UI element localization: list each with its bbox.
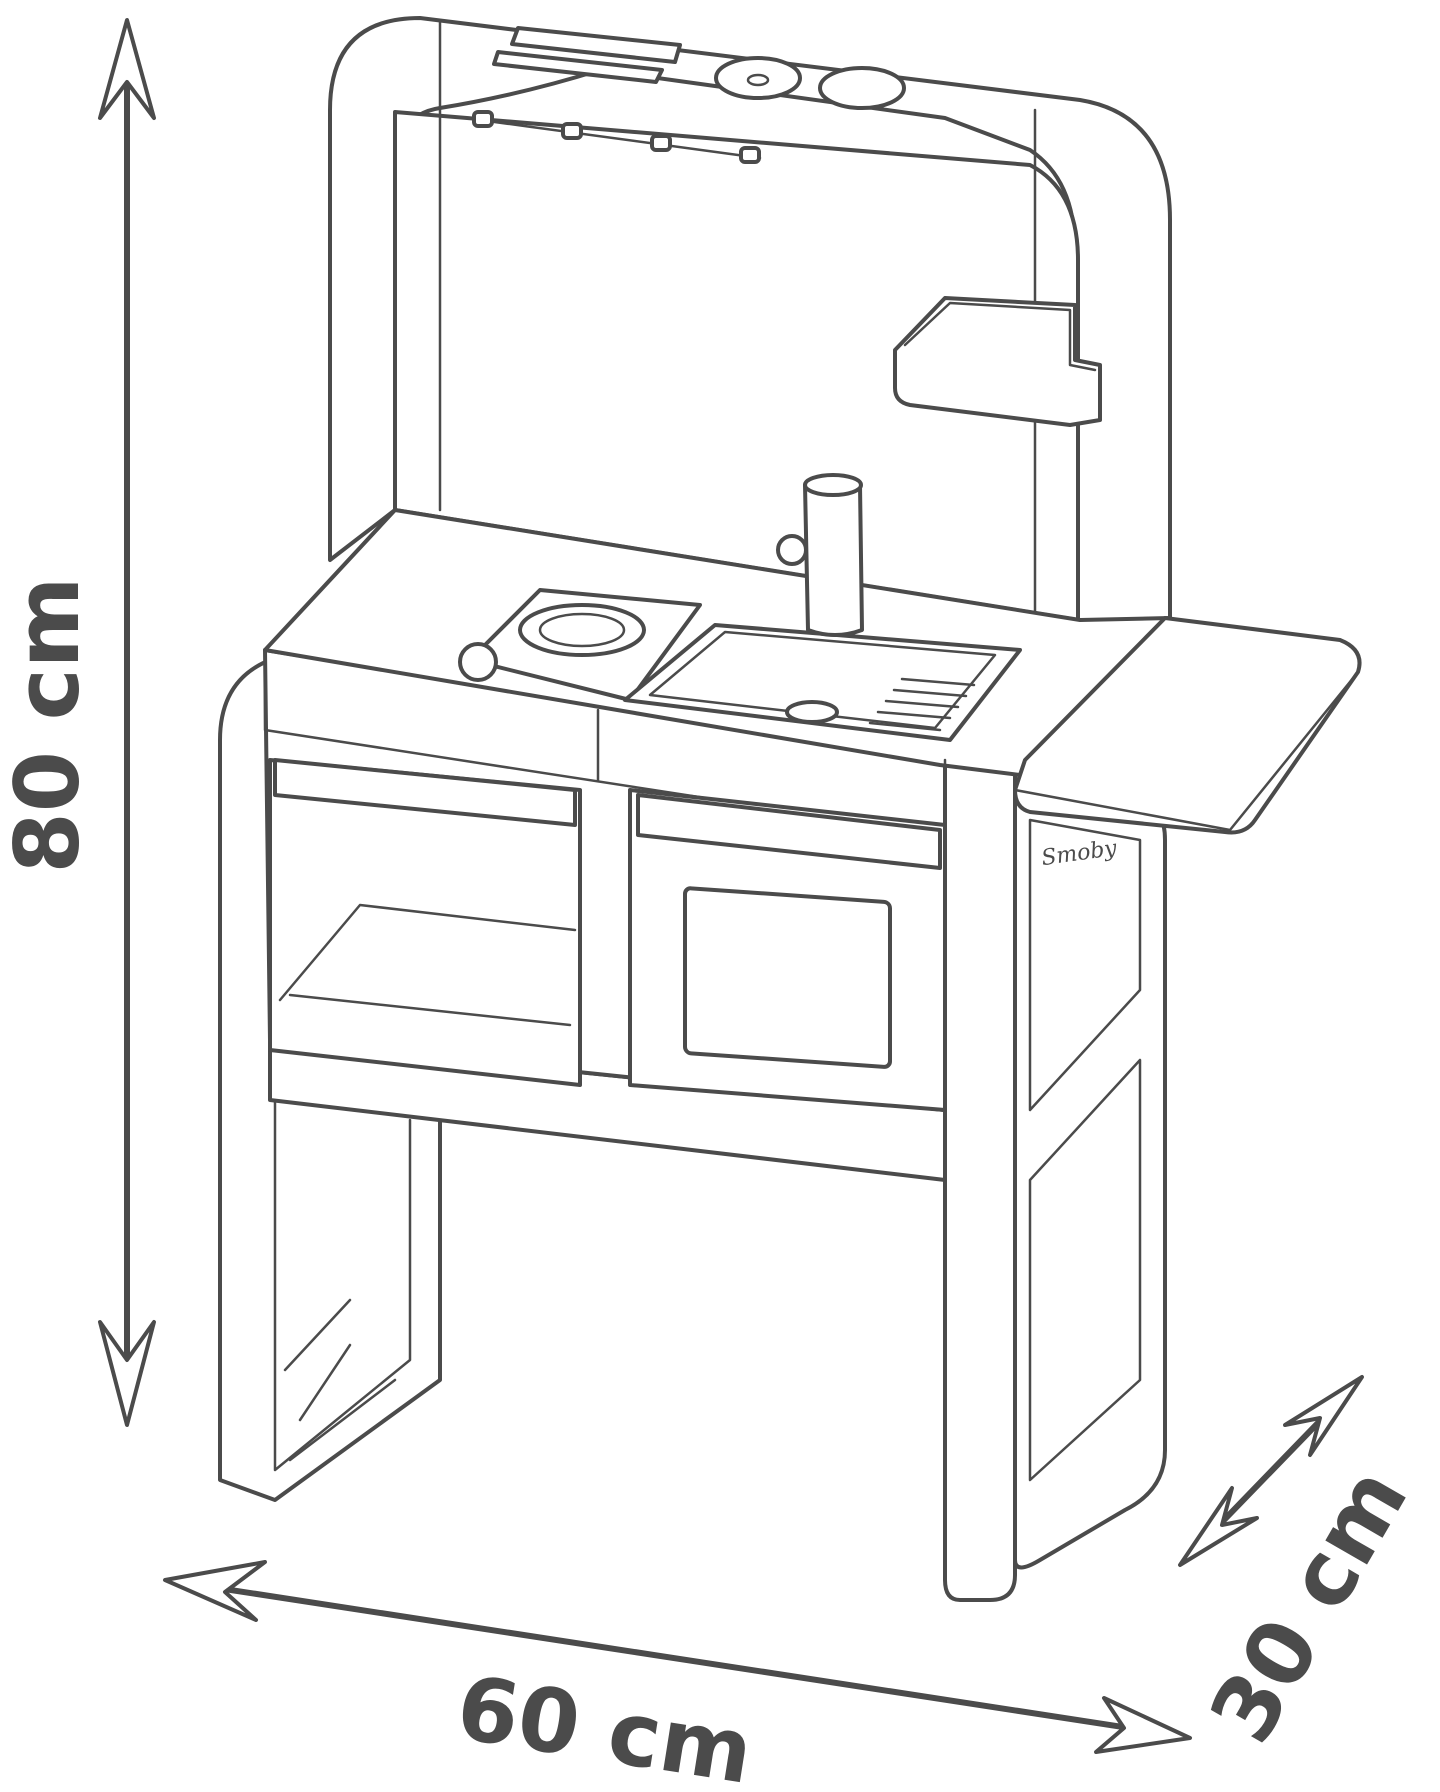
burner (518, 603, 646, 657)
utensil-hook (739, 146, 761, 164)
oven-top-lip (636, 793, 942, 870)
width-label: 60 cm (450, 1656, 759, 1792)
countertop-front-edge (263, 648, 947, 837)
utensil-hook (561, 122, 583, 140)
width-dimension-line (182, 1580, 1178, 1738)
width-dimension: 60 cm (163, 1560, 1192, 1792)
right-frame-window-lower (1028, 1058, 1142, 1482)
width-arrow-left (163, 1560, 267, 1622)
storage-shelf (278, 903, 577, 1027)
cup-holder (714, 56, 802, 100)
height-arrow-top (98, 18, 156, 120)
cup-holder (818, 66, 906, 110)
sink-basin-inner (648, 630, 997, 730)
wall-shelf-rim (903, 301, 1097, 372)
sink-drain (785, 700, 839, 724)
burner-ring (538, 612, 626, 648)
top-slot (492, 50, 664, 84)
sink-drainboard-ridges (868, 677, 976, 732)
utensil-hook (472, 110, 494, 128)
top-slot (510, 26, 682, 64)
side-table (1013, 616, 1362, 835)
depth-arrow-bottom (1178, 1486, 1259, 1567)
utensil-rail (478, 118, 762, 160)
right-side-frame (1013, 768, 1167, 1570)
depth-arrow-top (1283, 1375, 1364, 1457)
storage-top-lip (273, 758, 577, 827)
back-panel (393, 110, 1080, 622)
width-arrow-right (1094, 1696, 1192, 1754)
depth-dimension: 30 cm (1178, 1375, 1427, 1759)
utensil-hook (650, 134, 672, 152)
play-kitchen: Smoby (218, 16, 1362, 1602)
faucet-handle (776, 534, 808, 566)
left-leg-inner (273, 1098, 412, 1472)
height-dimension: 80 cm (0, 18, 156, 1427)
faucet (803, 480, 864, 637)
height-label: 80 cm (0, 577, 99, 874)
right-leg (943, 758, 1017, 1602)
right-frame-window-upper (1028, 818, 1142, 1112)
cup-holder-inner (746, 73, 770, 87)
faucet-top (803, 473, 863, 497)
oven-door-window (683, 886, 892, 1069)
side-table-edge (1013, 670, 1360, 832)
height-arrow-bottom (98, 1320, 156, 1427)
left-leg-brace (283, 1298, 397, 1462)
stove-knob (458, 642, 498, 682)
wall-shelf (893, 296, 1102, 427)
sink-basin (623, 623, 1022, 742)
